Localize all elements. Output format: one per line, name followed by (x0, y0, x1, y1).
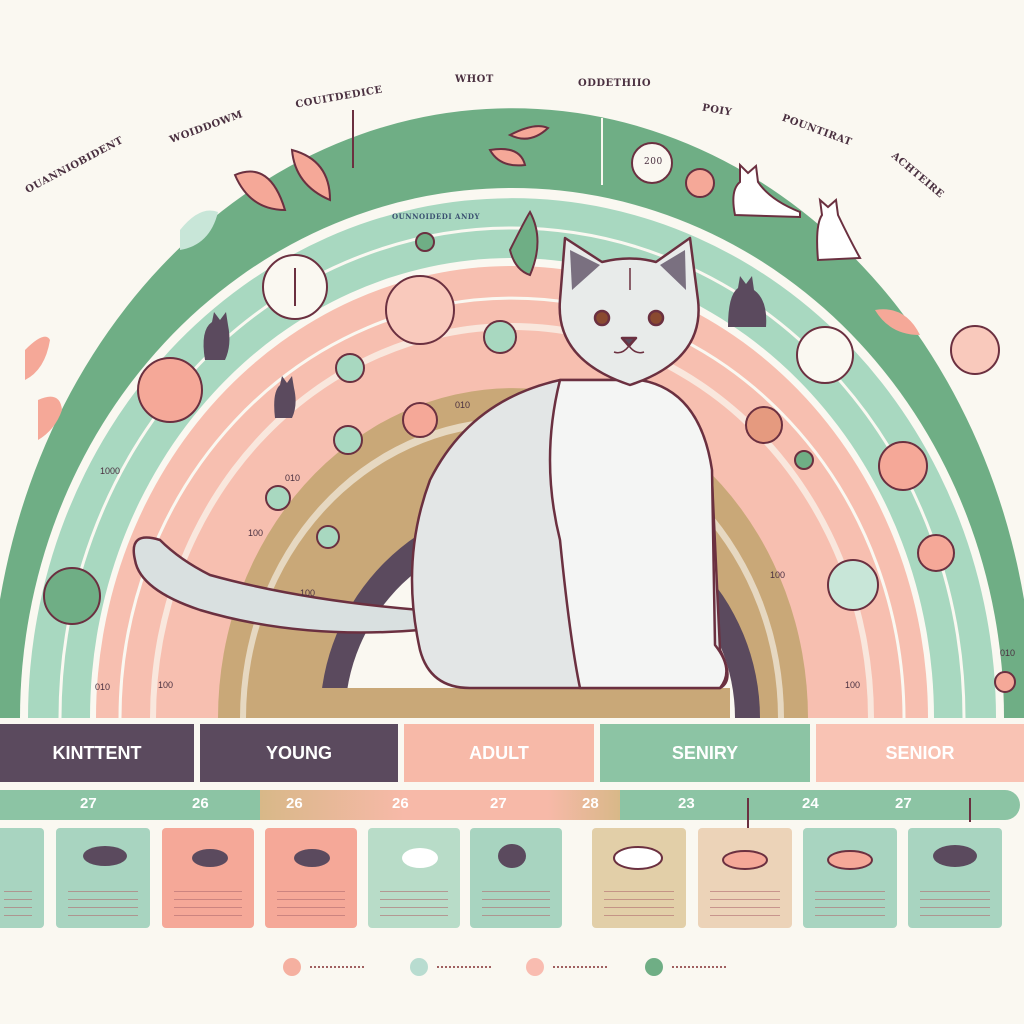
stage-card[interactable] (265, 828, 357, 928)
cat-icon (203, 312, 230, 360)
cat-icon (83, 846, 127, 866)
number-label: 010 (95, 682, 111, 692)
number-label: 100 (845, 680, 861, 690)
stage-label: YOUNG (265, 742, 332, 763)
legend-dot (645, 958, 663, 976)
leaf-icon (508, 210, 539, 277)
stage-card[interactable] (368, 828, 460, 928)
number-label: 010 (285, 473, 301, 483)
number-label: 100 (158, 680, 174, 690)
cat-icon (933, 845, 977, 867)
top-label: WHOT (455, 74, 494, 85)
dial-circle (385, 275, 455, 345)
age-number: 27 (490, 795, 507, 812)
life-stage-bar: KINTTENT YOUNG ADULT SENIRY SENIOR (0, 724, 1024, 784)
leaf-icon (488, 148, 527, 167)
age-number: 23 (678, 795, 695, 812)
cat-tail (132, 536, 422, 634)
leaf-icon (875, 309, 920, 335)
cat-icon (192, 849, 228, 867)
cat-eye (647, 309, 665, 327)
legend-line (310, 966, 366, 968)
cat-icon (732, 162, 801, 219)
age-number: 28 (582, 795, 599, 812)
stage-young[interactable]: YOUNG (200, 724, 398, 782)
decorations (25, 110, 1016, 693)
number-label: 100 (248, 528, 264, 538)
stage-card[interactable] (698, 828, 792, 928)
age-number: 26 (286, 795, 303, 812)
arch-diagram (0, 108, 1024, 719)
age-number: 27 (895, 795, 912, 812)
cat-icon (294, 849, 330, 867)
legend-dot (526, 958, 544, 976)
cat-icon (728, 276, 767, 327)
number-label: 100 (300, 588, 316, 598)
age-number: 24 (802, 795, 819, 812)
legend-dot (410, 958, 428, 976)
inner-label: OUNNOIDEDI ANDY (392, 212, 480, 221)
cat-head (558, 236, 700, 387)
number-label: 1000 (100, 466, 121, 476)
stage-senior[interactable]: SENIOR (816, 724, 1024, 782)
stage-card[interactable] (803, 828, 897, 928)
age-number: 26 (392, 795, 409, 812)
paw-circle (796, 326, 854, 384)
circle-label: 200 (644, 157, 663, 167)
stage-label: KINTTENT (52, 742, 142, 763)
card-cat-icons (83, 844, 977, 870)
cat-icon (827, 850, 873, 870)
stage-card[interactable] (0, 828, 44, 928)
number-label: 010 (455, 400, 471, 410)
leaf-icon (233, 170, 287, 212)
leaf-icon (507, 125, 550, 140)
pin-marker (969, 798, 971, 822)
cat-eye (593, 309, 611, 327)
number-label: 100 (770, 570, 786, 580)
stage-label: SENIOR (885, 742, 955, 763)
age-number: 26 (192, 795, 209, 812)
stage-card[interactable] (162, 828, 254, 928)
small-cats (203, 162, 862, 418)
cat-icon (722, 850, 768, 870)
platform (285, 688, 730, 718)
leaf-icon (25, 336, 50, 380)
cat-icon (816, 197, 862, 262)
stage-label: SENIRY (671, 742, 739, 763)
legend-line (437, 966, 493, 968)
legend-line (553, 966, 609, 968)
badge-circle (631, 142, 673, 184)
cat-icon (274, 376, 296, 418)
leaf-icon (180, 210, 218, 250)
stage-kitten[interactable]: KINTTENT (0, 724, 194, 782)
cat-icon (402, 848, 438, 868)
stage-seniry[interactable]: SENIRY (600, 724, 810, 782)
stage-card[interactable] (56, 828, 150, 928)
cat-chest (548, 378, 728, 690)
legend-line (672, 966, 728, 968)
stage-adult[interactable]: ADULT (404, 724, 594, 782)
leaf-icon (290, 148, 332, 202)
stage-card[interactable] (908, 828, 1002, 928)
number-label: 010 (1000, 648, 1016, 658)
top-label: ODDETHIIO (578, 78, 652, 89)
age-strip (0, 790, 1020, 820)
stage-card[interactable] (592, 828, 686, 928)
pin-marker (747, 798, 749, 838)
main-cat (132, 236, 729, 690)
legend-dot (283, 958, 301, 976)
age-number: 27 (80, 795, 97, 812)
cat-icon (498, 844, 526, 868)
cat-icon (613, 846, 663, 870)
stage-label: ADULT (469, 742, 529, 763)
leaf-icon (38, 396, 62, 440)
dial-circle (137, 357, 203, 423)
